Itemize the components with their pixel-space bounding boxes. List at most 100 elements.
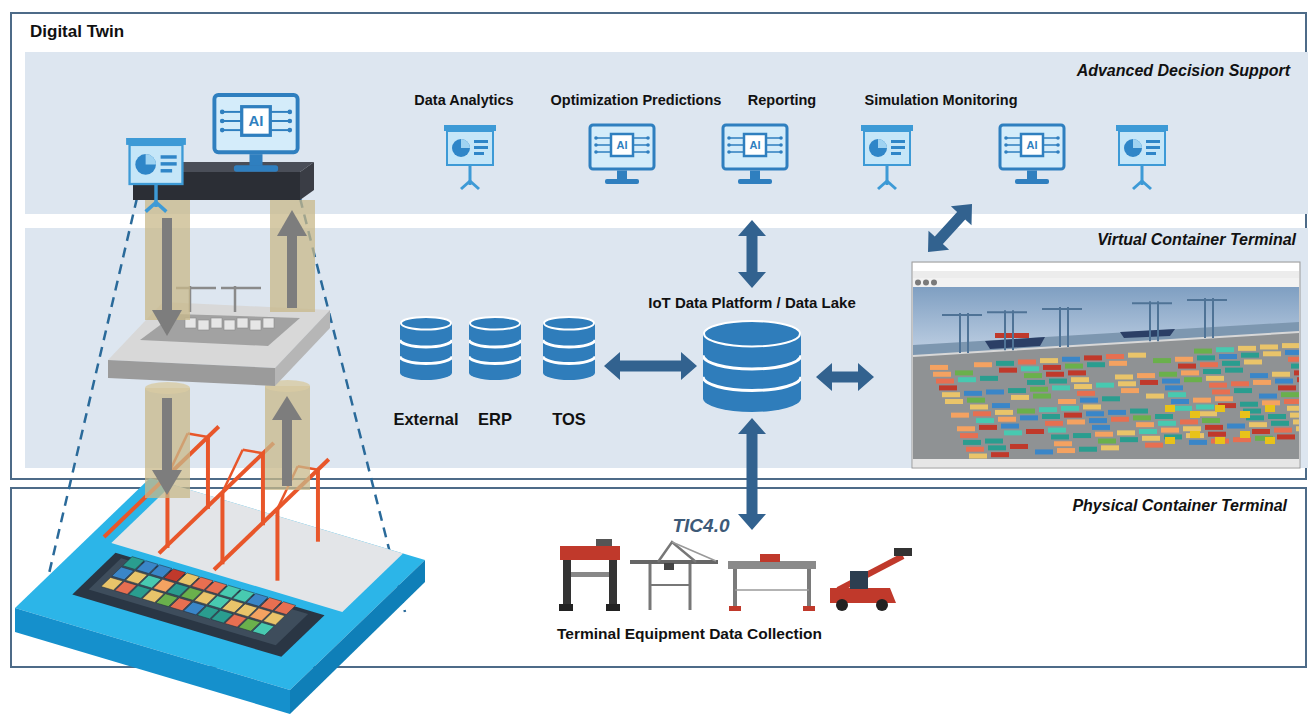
- model-container: [237, 318, 248, 328]
- yard-container: [1145, 443, 1163, 448]
- yard-container: [1106, 354, 1124, 359]
- illustration-part: [912, 262, 1308, 468]
- sts-crane: [1067, 307, 1069, 347]
- yard-container: [1018, 359, 1036, 364]
- crane-leg: [275, 509, 279, 581]
- illustration-part: [156, 202, 166, 211]
- yard-container: [1096, 383, 1114, 388]
- illustration-part: [606, 604, 620, 611]
- illustration-part: [779, 143, 783, 147]
- model-container: [250, 320, 261, 330]
- illustration-part: [162, 218, 172, 310]
- sts-crane: [1132, 302, 1172, 304]
- yard-container: [1250, 373, 1268, 378]
- yard-container: [969, 454, 987, 459]
- yard-container: [1136, 422, 1154, 427]
- yard-container: [1291, 364, 1299, 369]
- illustration-part: [152, 470, 182, 495]
- double-arrow: [816, 363, 874, 391]
- yard-container: [1064, 413, 1082, 418]
- model-container: [263, 318, 274, 328]
- illustration-part: [803, 606, 815, 611]
- cylinder-ring: [703, 377, 801, 391]
- yard-container: [1039, 407, 1057, 412]
- cylinder-ring: [400, 340, 452, 347]
- illustration-part: [108, 360, 275, 386]
- yard-container: [992, 403, 1010, 408]
- yard-container: [1142, 436, 1160, 441]
- yard-container: [1181, 370, 1199, 375]
- yard-container: [1004, 430, 1022, 435]
- tool-button: [923, 280, 929, 286]
- yard-container: [1259, 394, 1277, 399]
- yard-container: [980, 376, 998, 381]
- yard-container: [996, 361, 1014, 366]
- yard-container: [1222, 361, 1240, 366]
- yard-container: [1033, 394, 1051, 399]
- yard-container: [1175, 357, 1193, 362]
- illustration-part: [145, 388, 190, 498]
- yard-container: [985, 439, 1003, 444]
- illustration-part: [135, 154, 156, 175]
- illustration-part: [270, 120, 288, 122]
- sts-crane: [1187, 299, 1227, 301]
- sky: [913, 287, 1299, 459]
- yard-container: [1271, 421, 1289, 426]
- status-bar: [913, 459, 1299, 467]
- yard-container: [1215, 396, 1233, 401]
- vehicle: [1190, 431, 1200, 438]
- illustration-part: [1004, 150, 1008, 154]
- cylinder-ring: [469, 340, 521, 347]
- yard-container: [1052, 385, 1070, 390]
- yard-container: [933, 372, 951, 377]
- yard-container: [1183, 426, 1201, 431]
- illustration-part: [224, 129, 242, 131]
- sts-crane: [1004, 310, 1006, 350]
- yard-container: [1240, 402, 1258, 407]
- yard-container: [957, 426, 975, 431]
- layer-title: Digital Twin: [12, 14, 1305, 42]
- yard-container: [1197, 355, 1215, 360]
- sts-crane: [1212, 298, 1214, 338]
- crane-leg: [316, 470, 320, 542]
- illustration-part: [611, 134, 633, 156]
- yard-container: [1121, 388, 1139, 393]
- sts-crane: [1149, 301, 1151, 341]
- illustration-part: [1015, 179, 1049, 184]
- yard-container: [1206, 376, 1224, 381]
- illustration-part: [282, 420, 292, 486]
- yard-container: [1035, 449, 1053, 454]
- yard-container: [1130, 409, 1148, 414]
- yard-container: [1208, 432, 1226, 437]
- illustration-part: [287, 236, 297, 308]
- illustration-part: [727, 150, 731, 154]
- illustration-part: [876, 599, 888, 611]
- chip-label: AI: [1027, 139, 1038, 151]
- illustration-part: [779, 150, 783, 154]
- yard-container: [1268, 414, 1286, 419]
- database-shape: [543, 316, 595, 380]
- yard-container: [1227, 424, 1245, 429]
- illustration-part: [161, 155, 177, 158]
- yard-container: [1020, 415, 1038, 420]
- ship: [985, 337, 1045, 349]
- database-cylinder: TOS: [540, 316, 598, 429]
- illustration-part: [807, 569, 811, 608]
- yard-container: [1108, 410, 1126, 415]
- illustration-part: [864, 131, 910, 165]
- illustration-part: [617, 171, 627, 180]
- illustration-part: [850, 571, 868, 589]
- illustration-part: [750, 171, 760, 180]
- yard-container: [1281, 392, 1299, 397]
- illustration-part: [597, 151, 611, 153]
- illustration-part: [658, 542, 696, 562]
- yard-container: [1180, 419, 1198, 424]
- yard-container: [1079, 447, 1097, 452]
- container: [252, 623, 274, 636]
- yard-container: [1045, 421, 1063, 426]
- ai-monitor-icon: [590, 125, 654, 184]
- illustration-part: [72, 427, 403, 657]
- crane-leg: [206, 437, 210, 509]
- illustration-part: [1007, 137, 1021, 139]
